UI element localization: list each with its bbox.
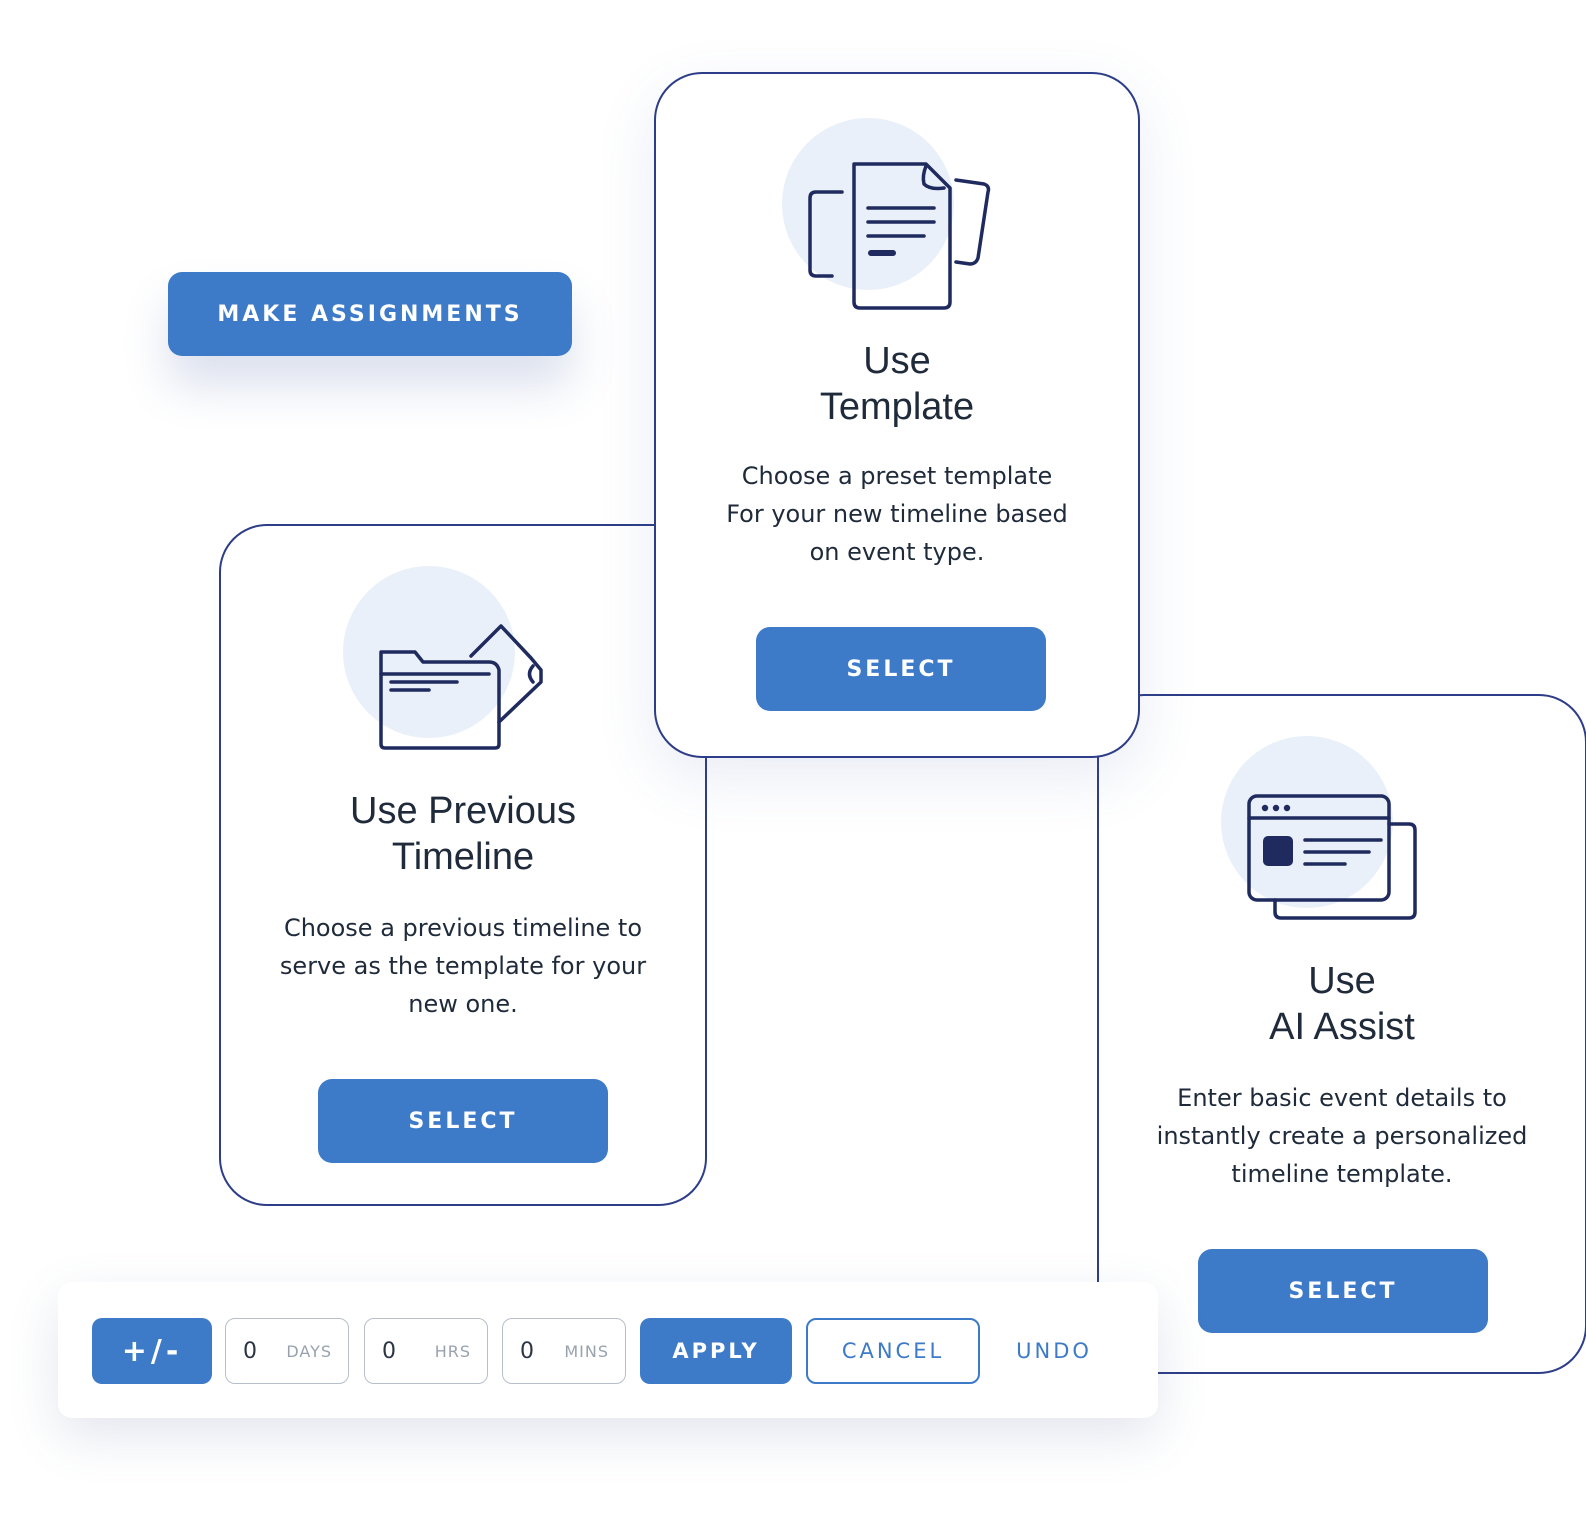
card-title: Use Template <box>819 340 975 428</box>
browser-window-icon <box>1247 794 1417 920</box>
card-title: Use Previous Timeline <box>350 790 576 878</box>
hours-value: 0 <box>382 1338 396 1364</box>
minutes-input[interactable]: 0 MINS <box>502 1318 626 1384</box>
icon-background <box>343 566 515 738</box>
use-template-card: Use Template Choose a preset template Fo… <box>654 72 1140 758</box>
folder-icon <box>379 624 543 750</box>
apply-button[interactable]: APPLY <box>640 1318 792 1384</box>
hours-unit-label: HRS <box>434 1341 471 1361</box>
minutes-value: 0 <box>520 1338 534 1364</box>
time-adjust-toolbar: +/- 0 DAYS 0 HRS 0 MINS APPLY CANCEL UND… <box>58 1282 1158 1418</box>
select-ai-assist-button[interactable]: SELECT <box>1198 1249 1488 1333</box>
use-ai-assist-card: Use AI Assist Enter basic event details … <box>1097 694 1586 1374</box>
minutes-unit-label: MINS <box>564 1341 609 1361</box>
days-input[interactable]: 0 DAYS <box>225 1318 349 1384</box>
use-previous-timeline-card: Use Previous Timeline Choose a previous … <box>219 524 707 1206</box>
plus-minus-toggle-button[interactable]: +/- <box>92 1318 212 1384</box>
card-description: Enter basic event details to instantly c… <box>1156 1084 1528 1188</box>
days-unit-label: DAYS <box>286 1341 332 1361</box>
select-template-button[interactable]: SELECT <box>756 627 1046 711</box>
card-title: Use AI Assist <box>1269 960 1415 1048</box>
card-description: Choose a preset template For your new ti… <box>726 462 1068 566</box>
cancel-button[interactable]: CANCEL <box>806 1318 980 1384</box>
card-description: Choose a previous timeline to serve as t… <box>279 914 647 1018</box>
days-value: 0 <box>243 1338 257 1364</box>
make-assignments-button[interactable]: MAKE ASSIGNMENTS <box>168 272 572 356</box>
documents-icon <box>808 162 991 310</box>
hours-input[interactable]: 0 HRS <box>364 1318 488 1384</box>
select-previous-timeline-button[interactable]: SELECT <box>318 1079 608 1163</box>
undo-button[interactable]: UNDO <box>1016 1339 1092 1363</box>
